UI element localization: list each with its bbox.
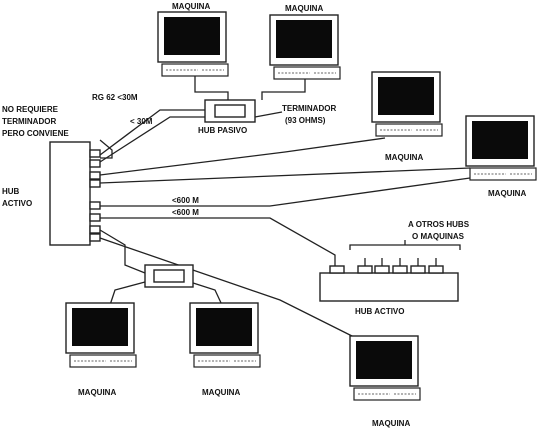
cable-small-hub-left — [109, 281, 146, 306]
note-no-requiere-3: PERO CONVIENE — [2, 129, 69, 138]
distance-label-600-2: <600 M — [172, 208, 199, 217]
hub-pasivo — [204, 99, 256, 123]
hub-activo-left-label-2: ACTIVO — [2, 199, 32, 208]
hub-activo-left — [49, 141, 101, 246]
otros-label-2: O MAQUINAS — [412, 232, 465, 241]
terminador-label-1: TERMINADOR — [282, 104, 336, 113]
maquina-mid-right: MAQUINA — [371, 71, 443, 162]
maquina-label: MAQUINA — [285, 4, 323, 13]
computer-icon — [189, 302, 261, 368]
cable-to-maquina-mid — [99, 137, 386, 176]
hub-pasivo-bottom — [144, 264, 194, 288]
hub-activo-left-label-1: HUB — [2, 187, 20, 196]
computer-icon — [465, 115, 537, 181]
maquina-top-right: MAQUINA — [269, 4, 341, 80]
note-no-requiere-2: TERMINADOR — [2, 117, 56, 126]
cable-to-maquina-right — [99, 167, 471, 184]
hub-pasivo-label: HUB PASIVO — [198, 126, 247, 135]
computer-icon — [371, 71, 443, 137]
computer-icon — [269, 14, 341, 80]
cable-passive-to-active — [99, 109, 205, 156]
cable-600-2 — [100, 217, 336, 273]
otros-bracket — [349, 244, 461, 250]
computer-icon — [349, 335, 421, 401]
hub-activo-left-box — [49, 141, 91, 246]
hub-activo-bottom — [319, 265, 459, 302]
cable-to-small-hub — [99, 229, 151, 276]
computer-icon — [65, 302, 137, 368]
hub-activo-left-ports — [89, 149, 101, 242]
note-pointer — [99, 139, 113, 159]
maquina-bottom-left: MAQUINA — [65, 302, 137, 397]
cable-lines — [99, 73, 471, 341]
cable-top-right-machine — [261, 73, 306, 100]
note-no-requiere-1: NO REQUIERE — [2, 105, 59, 114]
maquina-label: MAQUINA — [488, 189, 526, 198]
lt30-label: < 30M — [130, 117, 153, 126]
cable-to-maquina-bottom-right — [99, 237, 361, 341]
hub-activo-bottom-label: HUB ACTIVO — [355, 307, 404, 316]
maquina-top-left: MAQUINA — [157, 2, 229, 77]
maquina-bottom-right: MAQUINA — [349, 335, 421, 428]
cable-passive-to-active-2 — [99, 116, 205, 163]
maquina-label: MAQUINA — [78, 388, 116, 397]
maquina-far-right: MAQUINA — [465, 115, 537, 198]
otros-label-1: A OTROS HUBS — [408, 220, 470, 229]
cable-top-left-machine — [194, 73, 229, 100]
cable-small-hub-right — [189, 281, 223, 306]
otros-ports — [364, 258, 437, 270]
maquina-bottom-mid: MAQUINA — [189, 302, 261, 397]
cable-terminator — [254, 111, 283, 118]
rg62-label: RG 62 <30M — [92, 93, 138, 102]
maquina-label: MAQUINA — [372, 419, 410, 428]
maquina-label: MAQUINA — [202, 388, 240, 397]
computer-icon — [157, 11, 229, 77]
maquina-label: MAQUINA — [385, 153, 423, 162]
maquina-label: MAQUINA — [172, 2, 210, 11]
terminador-label-2: (93 OHMS) — [285, 116, 326, 125]
cable-600-1 — [100, 177, 471, 207]
distance-label-600-1: <600 M — [172, 196, 199, 205]
